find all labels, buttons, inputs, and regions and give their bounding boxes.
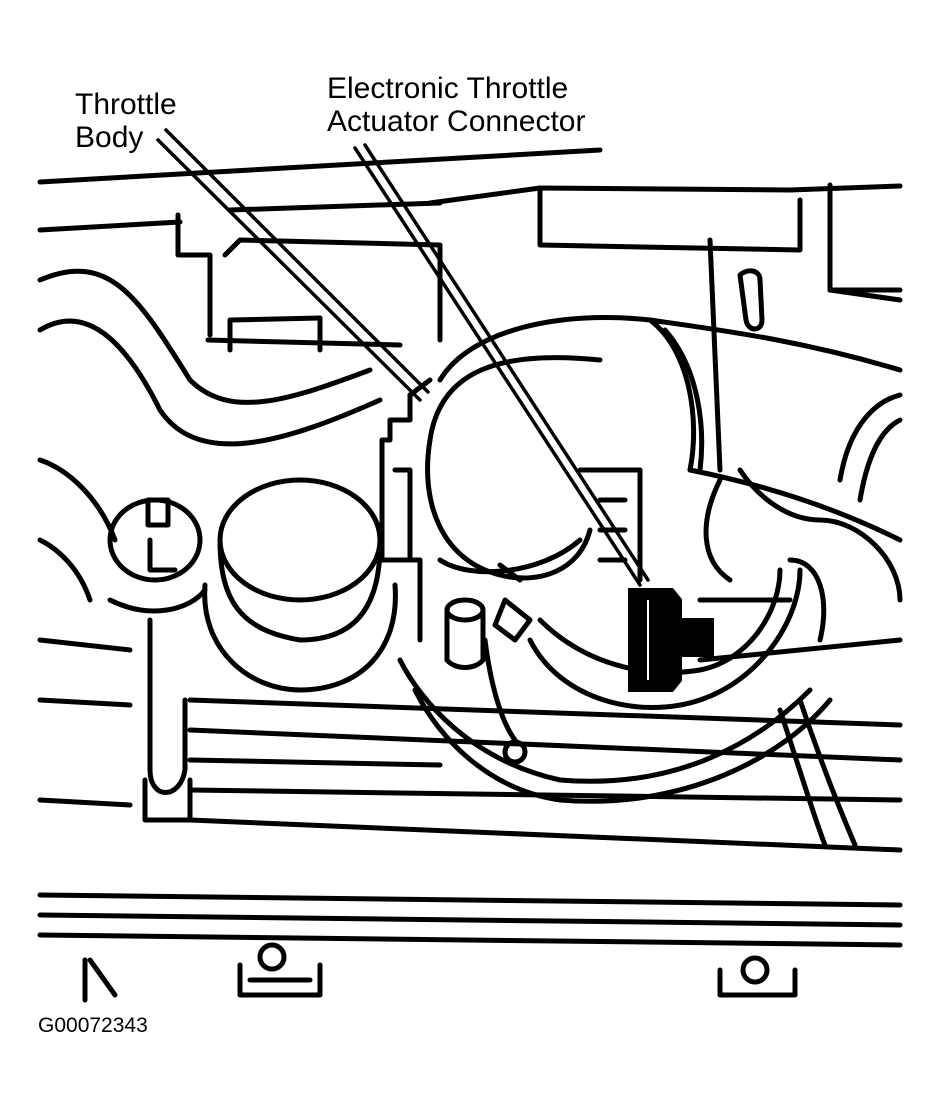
etc-connector-block	[628, 588, 714, 692]
leader-etc-connector	[353, 146, 642, 587]
bracket-upper-left	[175, 212, 443, 353]
leader-lines	[156, 128, 650, 587]
right-panel	[707, 237, 903, 503]
etc-connector-label: Electronic Throttle Actuator Connector	[327, 72, 585, 138]
throttle-body-label-line1: Throttle	[75, 88, 177, 121]
oil-filler-cap	[202, 477, 398, 693]
figure-id: G00072343	[38, 1014, 148, 1037]
pcv-valve	[444, 597, 486, 670]
etc-connector-label-line2: Actuator Connector	[327, 105, 586, 138]
throttle-body-label-line2: Body	[75, 121, 144, 154]
leader-throttle-body	[156, 138, 422, 402]
intake-duct	[425, 315, 903, 581]
harness-hoses	[397, 467, 903, 848]
radiator-hose	[37, 268, 383, 447]
etc-connector-label-line1: Electronic Throttle	[327, 72, 569, 105]
left-sensor	[107, 497, 208, 614]
throttle-body-label: Throttle Body	[75, 88, 177, 154]
hose-clamp	[482, 597, 533, 765]
hood-lines	[37, 147, 903, 303]
bumper-beam	[37, 892, 903, 1003]
radiator-support	[37, 697, 903, 853]
lower-left-hose	[37, 457, 193, 823]
